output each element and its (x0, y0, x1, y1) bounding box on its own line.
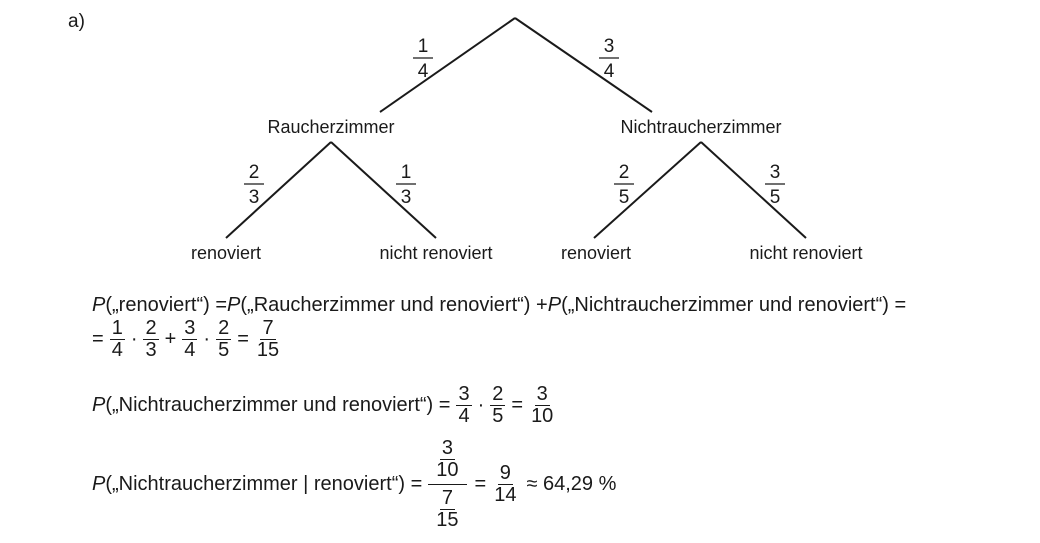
prob-right-left-num: 2 (619, 162, 630, 183)
prob-right-right-den: 5 (770, 187, 781, 208)
prob-right-left: 2 5 (614, 162, 634, 208)
branch-right-left (593, 141, 702, 239)
fraction-num: 3 (456, 383, 472, 406)
probability-tree: 1 4 3 4 Raucherzimmer Nichtraucherzimmer… (191, 17, 863, 263)
calc-text: („Nichtraucherzimmer und renoviert“) = (561, 294, 907, 316)
fraction-den: 4 (458, 405, 470, 427)
equals-sign: = (511, 394, 524, 416)
branch-right-right (700, 141, 807, 239)
prob-right-left-den: 5 (619, 187, 630, 208)
equals-sign: = (474, 473, 487, 495)
branch-root-right (514, 17, 653, 113)
fraction-num: 2 (216, 317, 232, 340)
leaf-raucher-nicht-renoviert: nicht renoviert (379, 243, 492, 263)
fraction-num: 3 (534, 383, 550, 406)
prob-left-left-den: 3 (249, 187, 260, 208)
fraction-num: 2 (143, 317, 159, 340)
prob-left-right-num: 1 (401, 162, 412, 183)
equals-sign: = (237, 328, 249, 350)
prob-symbol: P (92, 473, 106, 495)
prob-root-left-den: 4 (418, 61, 429, 82)
fraction-num: 1 (109, 317, 125, 340)
fraction-den: 5 (492, 405, 504, 427)
prob-root-right-num: 3 (604, 36, 615, 57)
prob-symbol: P (227, 294, 241, 316)
calc-line-1: P(„renoviert“) = P(„Raucherzimmer und re… (92, 294, 906, 317)
dot-operator: · (130, 328, 138, 350)
fraction-num: 3 (439, 437, 455, 460)
fraction-num: 7 (439, 487, 455, 510)
calc-text: („renoviert“) = (105, 294, 228, 316)
prob-root-right: 3 4 (599, 36, 619, 82)
fraction-den: 4 (111, 339, 123, 361)
leaf-raucher-renoviert: renoviert (191, 243, 261, 263)
prob-root-right-den: 4 (604, 61, 615, 82)
leaf-nichtraucher-nicht-renoviert: nicht renoviert (749, 243, 862, 263)
fraction-num: 3 (182, 317, 198, 340)
dot-operator: · (477, 394, 485, 416)
fraction-den: 10 (531, 405, 554, 427)
prob-symbol: P (92, 294, 106, 316)
fraction-den: 14 (494, 484, 517, 506)
calc-line-3: P(„Nichtraucherzimmer und renoviert“) = … (92, 384, 557, 427)
fraction-den: 3 (145, 339, 157, 361)
prob-root-left-num: 1 (418, 36, 429, 57)
leaf-nichtraucher-renoviert: renoviert (561, 243, 631, 263)
prob-right-right-num: 3 (770, 162, 781, 183)
fraction-den: 4 (184, 339, 196, 361)
dot-operator: · (203, 328, 211, 350)
prob-left-left: 2 3 (244, 162, 264, 208)
prob-symbol: P (92, 394, 106, 416)
approx-result: ≈ 64,29 % (526, 473, 617, 495)
calc-text: („Raucherzimmer und renoviert“) + (240, 294, 548, 316)
node-raucherzimmer: Raucherzimmer (267, 117, 394, 137)
branch-root-left (379, 17, 516, 113)
fraction-num: 7 (260, 317, 276, 340)
plus-operator: + (164, 328, 177, 350)
fraction-num: 9 (497, 462, 513, 485)
prob-left-left-num: 2 (249, 162, 260, 183)
node-nichtraucherzimmer: Nichtraucherzimmer (620, 117, 781, 137)
fraction-den: 10 (436, 459, 459, 481)
branch-left-left (225, 141, 332, 239)
fraction-num: 2 (490, 383, 506, 406)
fraction-den: 15 (436, 509, 459, 531)
equals-sign: = (92, 328, 104, 350)
calc-text: („Nichtraucherzimmer und renoviert“) = (105, 394, 451, 416)
prob-left-right: 1 3 (396, 162, 416, 208)
part-label: a) (68, 11, 85, 32)
calc-text: („Nichtraucherzimmer | renoviert“) = (105, 473, 423, 495)
fraction-den: 15 (256, 339, 280, 361)
prob-left-right-den: 3 (401, 187, 412, 208)
prob-right-right: 3 5 (765, 162, 785, 208)
branch-left-right (330, 141, 437, 239)
fraction-den: 5 (218, 339, 230, 361)
prob-symbol: P (547, 294, 562, 316)
prob-root-left: 1 4 (413, 36, 433, 82)
